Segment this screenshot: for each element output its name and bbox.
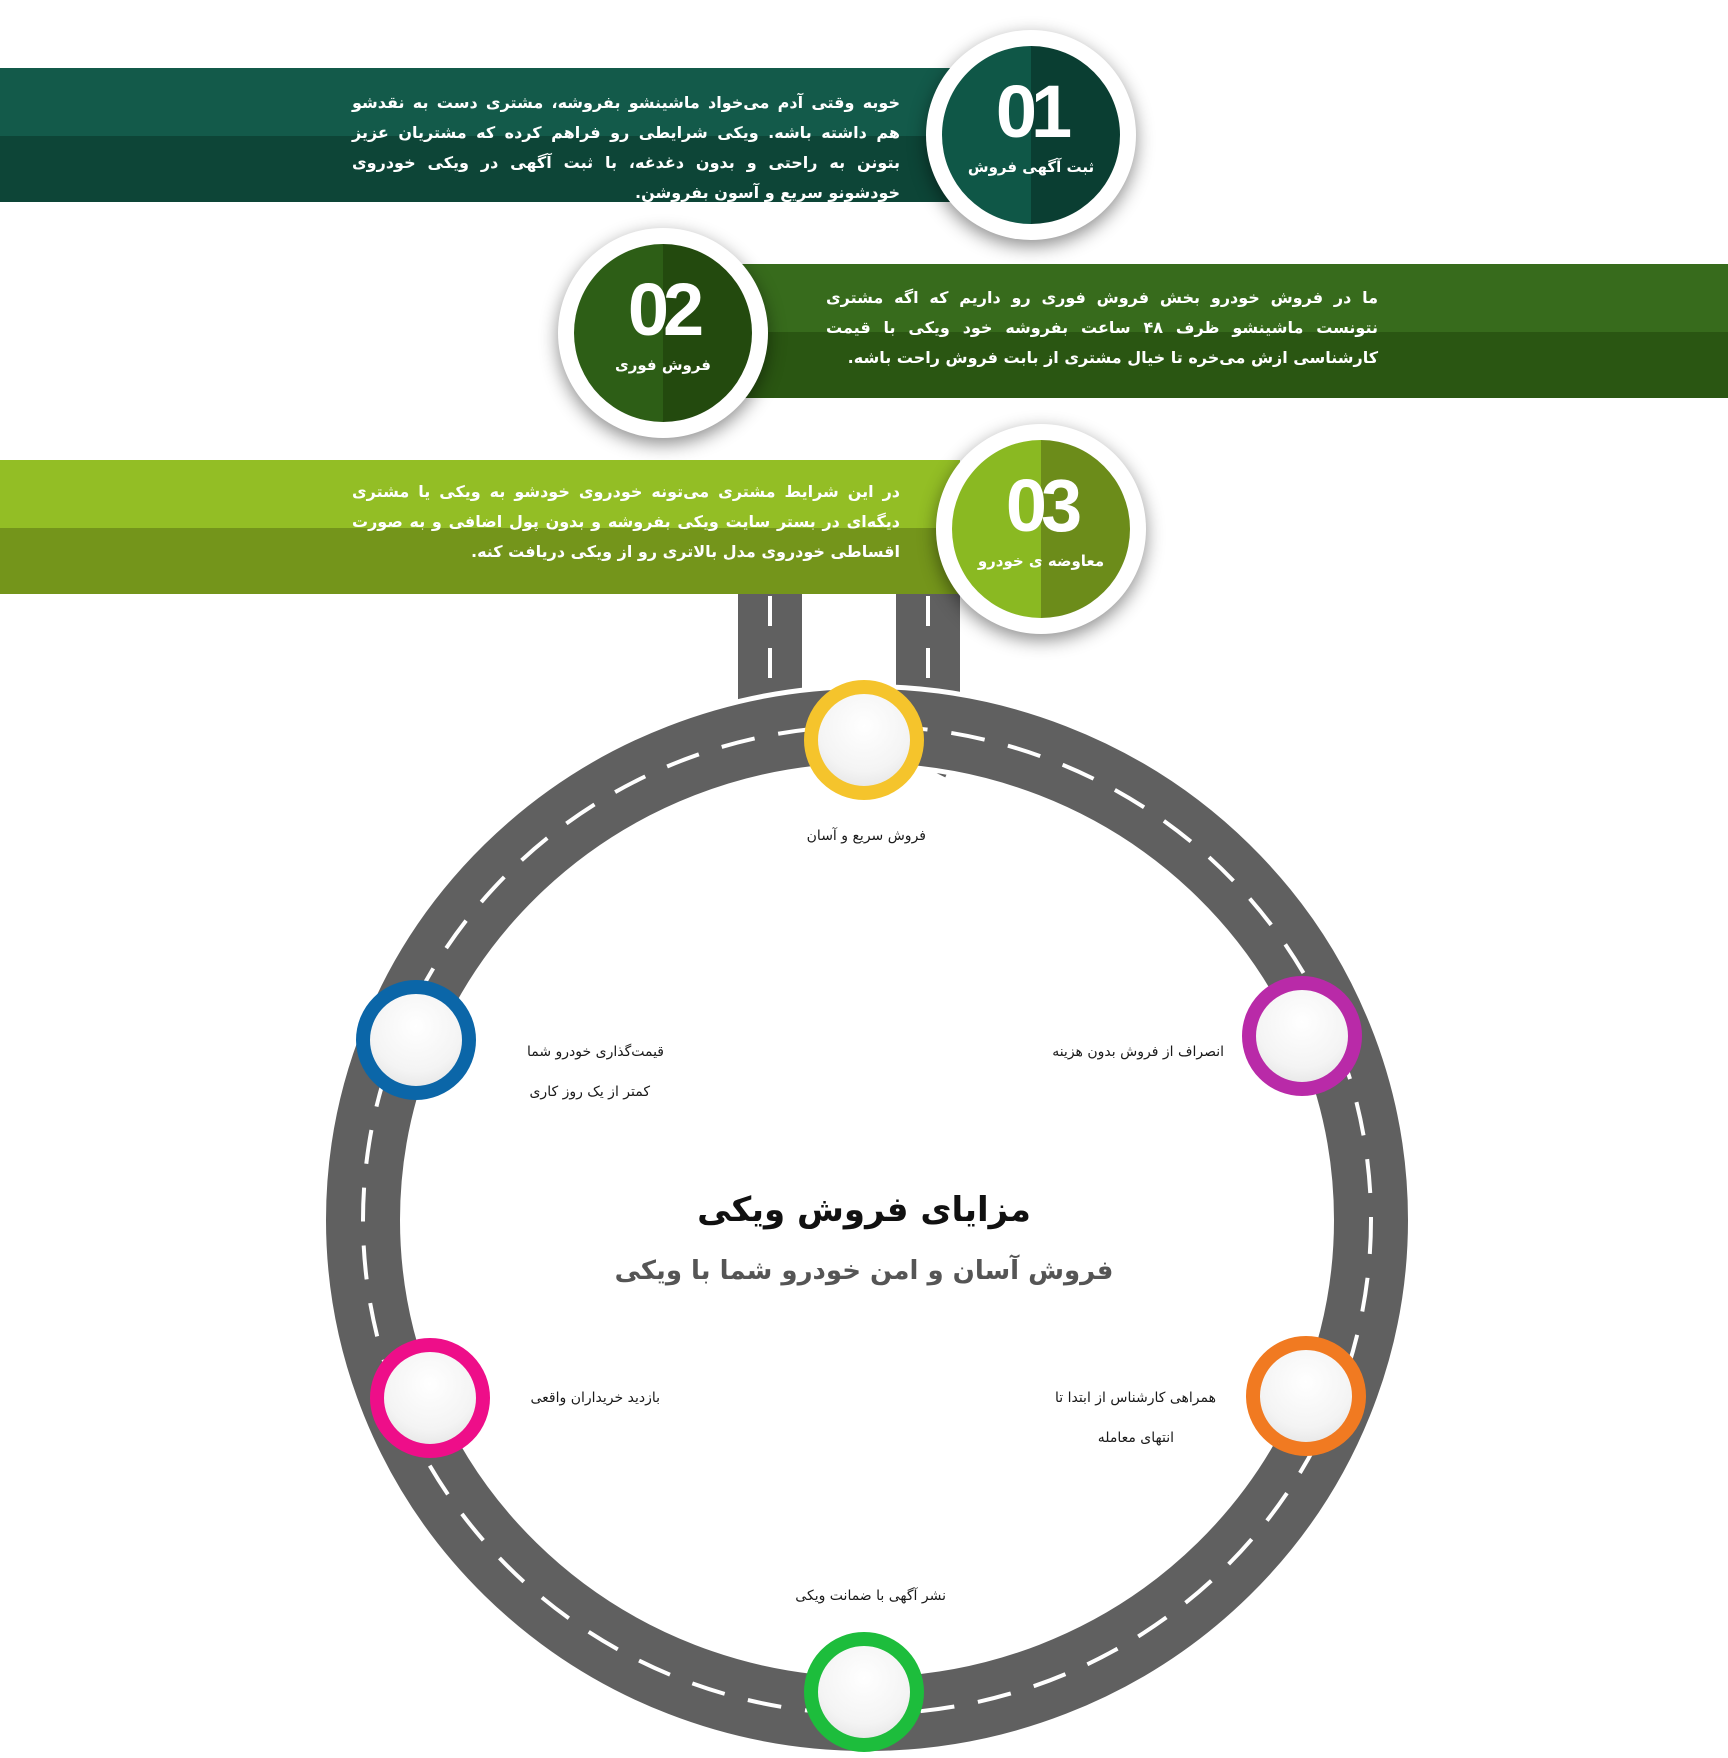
- benefit-node-fast-sale: [804, 680, 924, 800]
- step-02-badge-right: [663, 244, 752, 422]
- step-03-band-bottom: [0, 528, 960, 594]
- step-03-number: 03: [1005, 464, 1082, 547]
- benefit-node-pricing: [356, 980, 476, 1100]
- step-01-badge-right: [1031, 46, 1120, 224]
- step-02-badge-left: [574, 244, 663, 422]
- benefit-label-expert-1: همراهی کارشناس از ابتدا تا: [1054, 1390, 1216, 1406]
- step-02-badge: 02 فروش فوری: [558, 228, 768, 438]
- benefit-label-pricing-2: کمتر از یک روز کاری: [529, 1084, 650, 1100]
- step-03-badge-right: [1041, 440, 1130, 618]
- step-03-label: معاوضه ی خودرو: [977, 552, 1105, 570]
- benefit-label-cancel-free: انصراف از فروش بدون هزینه: [1052, 1044, 1224, 1060]
- step-03-band: [0, 460, 960, 594]
- step-02-band-bottom: [740, 332, 1728, 398]
- step-02-description: ما در فروش خودرو بخش فروش فوری رو داریم …: [826, 288, 1378, 367]
- step-02-label: فروش فوری: [614, 356, 711, 374]
- step-01-label: ثبت آگهی فروش: [967, 158, 1095, 176]
- step-03-badge: 03 معاوضه ی خودرو: [936, 424, 1146, 634]
- benefits-title: مزایای فروش ویکی: [697, 1190, 1031, 1230]
- benefit-node-real-buyers: [370, 1338, 490, 1458]
- benefit-node-cancel-free: [1242, 976, 1362, 1096]
- step-01-badge-disc: 01 ثبت آگهی فروش: [942, 46, 1120, 224]
- step-01-badge: 01 ثبت آگهی فروش: [926, 30, 1136, 240]
- benefit-label-pricing-1: قیمت‌گذاری خودرو شما: [526, 1044, 664, 1060]
- step-02-band: [740, 264, 1728, 398]
- benefit-node-guarantee: [804, 1632, 924, 1752]
- step-03-description: در این شرایط مشتری می‌تونه خودروی خودشو …: [352, 482, 900, 561]
- step-02-badge-disc: 02 فروش فوری: [574, 244, 752, 422]
- step-01-badge-left: [942, 46, 1031, 224]
- benefit-label-expert-2: انتهای معامله: [1097, 1430, 1174, 1446]
- step-01-band: [0, 68, 950, 202]
- step-01-number: 01: [995, 70, 1072, 153]
- benefit-label-real-buyers: بازدید خریداران واقعی: [530, 1390, 660, 1406]
- benefit-label-fast-sale: فروش سریع و آسان: [806, 828, 926, 844]
- step-03-band-top: [0, 460, 960, 528]
- step-01-description: خوبه وقتی آدم می‌خواد ماشینشو بفروشه، مش…: [352, 93, 900, 202]
- benefit-node-expert: [1246, 1336, 1366, 1456]
- step-03-badge-disc: 03 معاوضه ی خودرو: [952, 440, 1130, 618]
- step-02-band-top: [740, 264, 1728, 332]
- benefit-label-guarantee: نشر آگهی با ضمانت ویکی: [795, 1588, 946, 1604]
- step-02-number: 02: [627, 268, 704, 351]
- benefits-subtitle: فروش آسان و امن خودرو شما با ویکی: [614, 1256, 1114, 1286]
- step-01-band-top: [0, 68, 950, 136]
- step-03-badge-left: [952, 440, 1041, 618]
- step-01-band-bottom: [0, 136, 950, 202]
